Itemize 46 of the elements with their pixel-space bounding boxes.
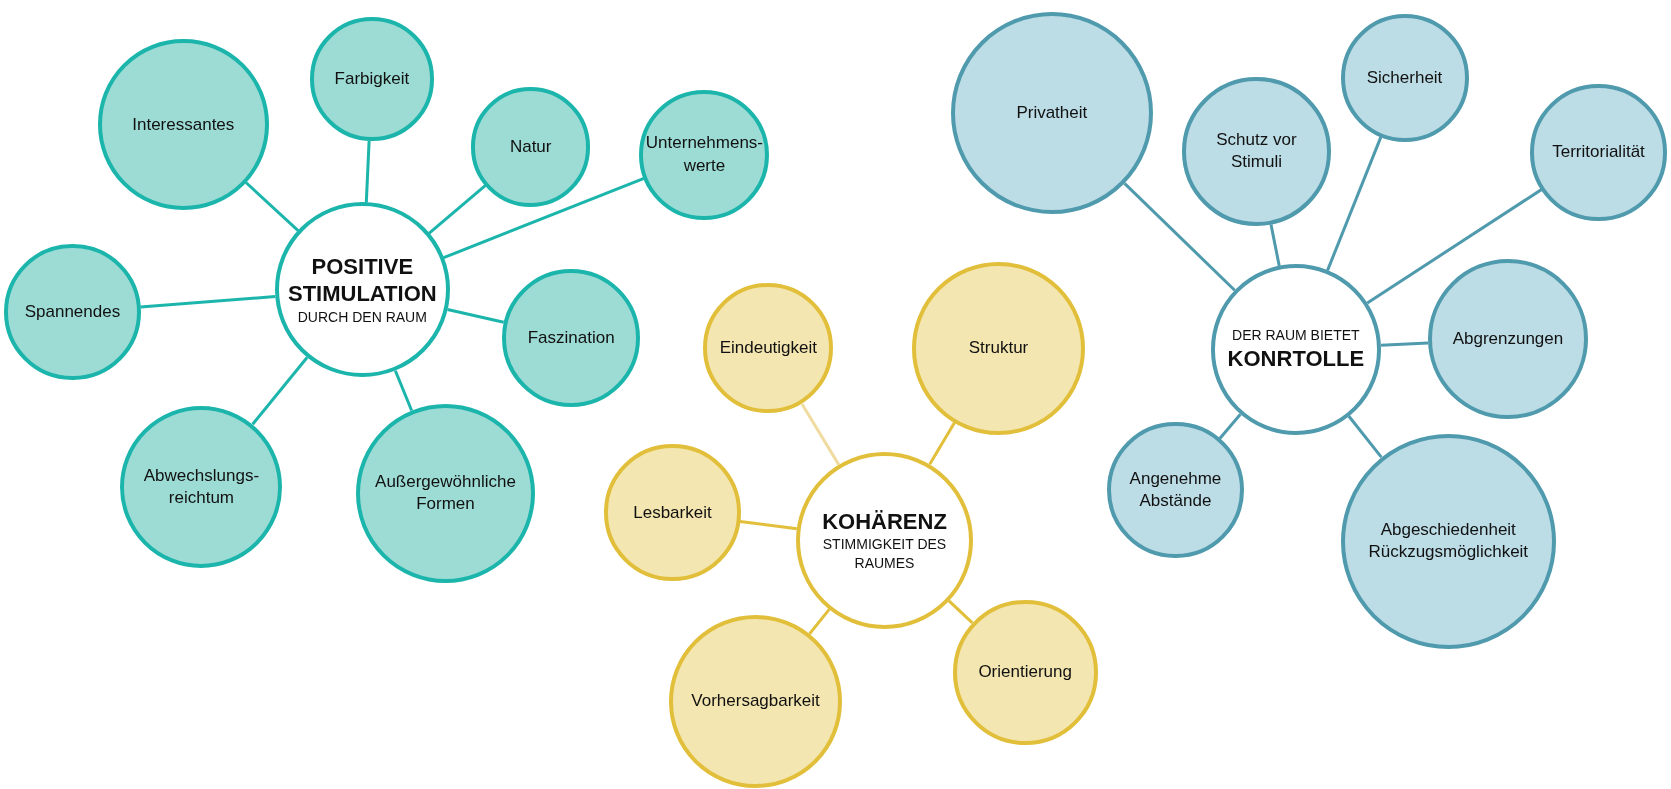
topic-label: Angenehme Abstände xyxy=(1128,468,1223,513)
connector-line xyxy=(1326,136,1383,271)
central-heading: KOHÄRENZ xyxy=(822,507,947,536)
central-subtitle: STIMMIGKEIT DES RAUMES xyxy=(821,535,948,573)
topic-label: Privatheit xyxy=(1016,101,1088,124)
central-heading: KONRTOLLE xyxy=(1227,345,1365,373)
connector-line xyxy=(443,177,645,260)
topic-label: Vorhersagbarkeit xyxy=(691,690,820,713)
topic-label: Sicherheit xyxy=(1366,66,1443,89)
connector-line xyxy=(1366,188,1543,305)
central-heading: POSITIVE STIMULATION xyxy=(286,252,438,308)
topic-label: Natur xyxy=(509,136,552,158)
topic-label: Interessantes xyxy=(132,113,235,136)
topic-label: Unternehmens-werte xyxy=(645,132,763,177)
connector-line xyxy=(947,599,974,624)
connector-line xyxy=(739,519,797,531)
topic-label: Spannendes xyxy=(24,301,121,324)
connector-line xyxy=(808,608,831,635)
topic-label: Schutz vor Stimuli xyxy=(1215,129,1298,174)
topic-label: Farbigkeit xyxy=(334,67,410,90)
topic-label: Abwechslungs-reichtum xyxy=(142,464,261,509)
topic-label: Lesbarkeit xyxy=(633,501,712,524)
connector-line xyxy=(928,421,956,466)
topic-label: Eindeutigkeit xyxy=(719,337,817,360)
central-subtitle: DURCH DEN RAUM xyxy=(297,307,427,327)
connector-line xyxy=(1380,341,1429,347)
connector-line xyxy=(1347,415,1383,459)
central-subtitle: DER RAUM BIETET xyxy=(1232,326,1360,346)
connector-line xyxy=(394,370,413,412)
topic-label: Außergewöhnliche Formen xyxy=(374,471,517,516)
connector-line xyxy=(140,295,276,309)
connector-line xyxy=(244,181,300,232)
topic-label: Abgeschiedenheit Rückzugsmöglichkeit xyxy=(1367,519,1530,564)
connector-line xyxy=(364,140,371,203)
connector-line xyxy=(1123,182,1236,292)
topic-label: Abgrenzungen xyxy=(1452,327,1564,350)
topic-label: Faszination xyxy=(527,326,615,349)
topic-label: Orientierung xyxy=(978,661,1072,684)
topic-label: Territorialität xyxy=(1552,141,1645,164)
connector-line xyxy=(251,356,309,426)
connector-line xyxy=(428,184,487,235)
connector-line xyxy=(447,307,505,324)
topic-label: Struktur xyxy=(968,337,1029,360)
connector-line xyxy=(1269,224,1281,267)
connector-line xyxy=(1218,413,1242,440)
connector-line xyxy=(800,403,840,466)
